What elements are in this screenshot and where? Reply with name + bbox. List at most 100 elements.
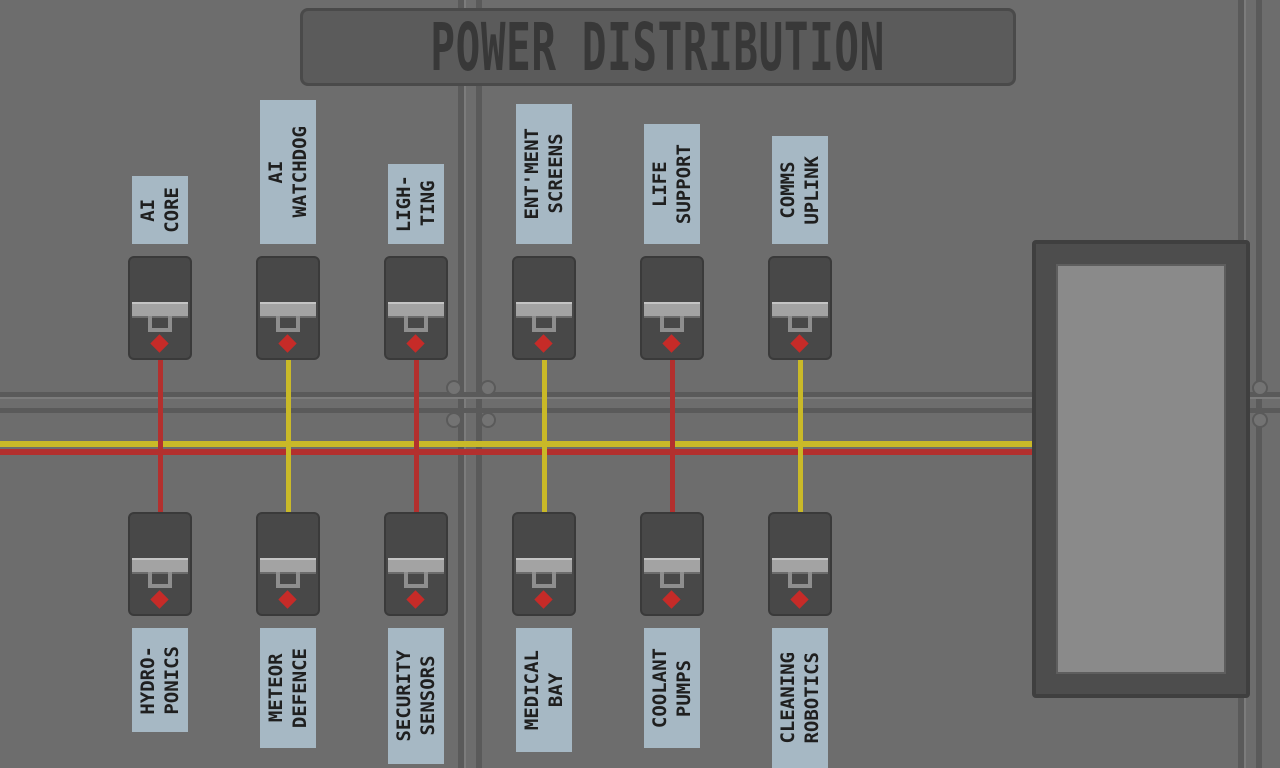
drop-wire-yellow bbox=[542, 358, 547, 447]
drop-wire-red bbox=[670, 358, 675, 447]
panel-seam bbox=[0, 408, 1280, 413]
label-ai-watchdog: AI WATCHDOG bbox=[260, 100, 316, 244]
breaker-handle bbox=[644, 302, 700, 318]
label-text: COOLANT PUMPS bbox=[649, 647, 695, 729]
breaker-handle bbox=[772, 302, 828, 318]
indicator-light-icon bbox=[662, 334, 681, 353]
breaker-switch-meteor-defence[interactable] bbox=[256, 512, 320, 616]
breaker-stem bbox=[532, 572, 556, 588]
label-text: HYDRO- PONICS bbox=[137, 645, 183, 715]
breaker-switch-comms-uplink[interactable] bbox=[768, 256, 832, 360]
breaker-switch-ai-core[interactable] bbox=[128, 256, 192, 360]
label-text: METEOR DEFENCE bbox=[265, 647, 311, 729]
drop-wire-red bbox=[414, 358, 419, 447]
breaker-handle bbox=[388, 558, 444, 574]
rivet-icon bbox=[1252, 412, 1268, 428]
drop-wire-red bbox=[158, 447, 163, 514]
breaker-stem bbox=[148, 316, 172, 332]
label-text: LIGH- TING bbox=[393, 175, 439, 233]
label-text: SECURITY SENSORS bbox=[393, 650, 439, 742]
label-text: AI WATCHDOG bbox=[265, 126, 311, 218]
breaker-handle bbox=[516, 558, 572, 574]
indicator-light-icon bbox=[534, 334, 553, 353]
label-ai-core: AI CORE bbox=[132, 176, 188, 244]
breaker-stem bbox=[148, 572, 172, 588]
label-text: CLEANING ROBOTICS bbox=[777, 652, 823, 744]
label-life-support: LIFE SUPPORT bbox=[644, 124, 700, 244]
label-ligh-ting: LIGH- TING bbox=[388, 164, 444, 244]
drop-wire-yellow bbox=[798, 358, 803, 447]
panel-seam bbox=[476, 0, 482, 768]
drop-wire-yellow bbox=[286, 358, 291, 447]
breaker-stem bbox=[660, 572, 684, 588]
label-security-sensors: SECURITY SENSORS bbox=[388, 628, 444, 764]
drop-wire-red bbox=[158, 358, 163, 447]
breaker-stem bbox=[404, 572, 428, 588]
breaker-stem bbox=[788, 572, 812, 588]
drop-wire-red bbox=[670, 447, 675, 514]
breaker-switch-security-sensors[interactable] bbox=[384, 512, 448, 616]
page-title: POWER DISTRIBUTION bbox=[430, 8, 886, 86]
breaker-handle bbox=[388, 302, 444, 318]
drop-wire-yellow bbox=[798, 447, 803, 514]
drop-wire-yellow bbox=[542, 447, 547, 514]
breaker-handle bbox=[516, 302, 572, 318]
breaker-switch-coolant-pumps[interactable] bbox=[640, 512, 704, 616]
main-bus-red bbox=[0, 449, 1034, 455]
panel-seam bbox=[464, 0, 466, 768]
breaker-switch-medical-bay[interactable] bbox=[512, 512, 576, 616]
breaker-handle bbox=[132, 302, 188, 318]
indicator-light-icon bbox=[278, 334, 297, 353]
status-display bbox=[1032, 240, 1250, 698]
breaker-stem bbox=[276, 572, 300, 588]
drop-wire-yellow bbox=[286, 447, 291, 514]
label-coolant-pumps: COOLANT PUMPS bbox=[644, 628, 700, 748]
indicator-light-icon bbox=[278, 590, 297, 609]
rivet-icon bbox=[446, 380, 462, 396]
label-text: ENT'MENT SCREENS bbox=[521, 128, 567, 220]
label-text: AI CORE bbox=[137, 187, 183, 233]
title-plate: POWER DISTRIBUTION bbox=[300, 8, 1016, 86]
breaker-switch-ligh-ting[interactable] bbox=[384, 256, 448, 360]
indicator-light-icon bbox=[790, 334, 809, 353]
label-meteor-defence: METEOR DEFENCE bbox=[260, 628, 316, 748]
indicator-light-icon bbox=[790, 590, 809, 609]
indicator-light-icon bbox=[150, 334, 169, 353]
breaker-stem bbox=[532, 316, 556, 332]
breaker-stem bbox=[788, 316, 812, 332]
breaker-handle bbox=[132, 558, 188, 574]
indicator-light-icon bbox=[534, 590, 553, 609]
rivet-icon bbox=[446, 412, 462, 428]
indicator-light-icon bbox=[406, 590, 425, 609]
indicator-light-icon bbox=[150, 590, 169, 609]
label-text: LIFE SUPPORT bbox=[649, 143, 695, 225]
panel-seam bbox=[0, 392, 1280, 397]
rivet-icon bbox=[480, 380, 496, 396]
breaker-switch-ent-ment-screens[interactable] bbox=[512, 256, 576, 360]
breaker-switch-hydro-ponics[interactable] bbox=[128, 512, 192, 616]
label-text: MEDICAL BAY bbox=[521, 649, 567, 731]
label-cleaning-robotics: CLEANING ROBOTICS bbox=[772, 628, 828, 768]
rivet-icon bbox=[480, 412, 496, 428]
panel-seam bbox=[0, 397, 1280, 399]
breaker-handle bbox=[772, 558, 828, 574]
label-hydro-ponics: HYDRO- PONICS bbox=[132, 628, 188, 732]
breaker-switch-cleaning-robotics[interactable] bbox=[768, 512, 832, 616]
breaker-switch-life-support[interactable] bbox=[640, 256, 704, 360]
breaker-handle bbox=[260, 302, 316, 318]
rivet-icon bbox=[1252, 380, 1268, 396]
breaker-stem bbox=[404, 316, 428, 332]
label-comms-uplink: COMMS UPLINK bbox=[772, 136, 828, 244]
breaker-stem bbox=[660, 316, 684, 332]
label-text: COMMS UPLINK bbox=[777, 155, 823, 225]
indicator-light-icon bbox=[662, 590, 681, 609]
indicator-light-icon bbox=[406, 334, 425, 353]
label-ent-ment-screens: ENT'MENT SCREENS bbox=[516, 104, 572, 244]
label-medical-bay: MEDICAL BAY bbox=[516, 628, 572, 752]
breaker-switch-ai-watchdog[interactable] bbox=[256, 256, 320, 360]
breaker-stem bbox=[276, 316, 300, 332]
main-bus-yellow bbox=[0, 441, 1034, 447]
display-screen bbox=[1056, 264, 1226, 674]
breaker-handle bbox=[644, 558, 700, 574]
breaker-handle bbox=[260, 558, 316, 574]
